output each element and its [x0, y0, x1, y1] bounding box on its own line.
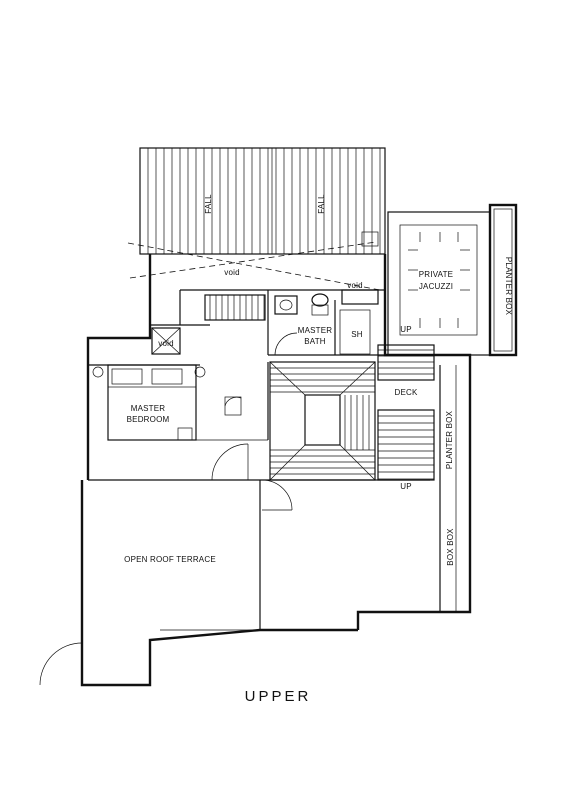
label-deck: DECK — [394, 388, 417, 397]
plan-title: UPPER — [245, 688, 312, 705]
label-up-bottom: UP — [400, 482, 412, 491]
label-open-roof-terrace: OPEN ROOF TERRACE — [124, 555, 216, 564]
room-labels: FALL FALL void void void PRIVATE JACUZZI… — [124, 194, 513, 705]
main-stair — [269, 361, 376, 481]
roof-section — [127, 147, 386, 291]
hatch-line — [269, 444, 306, 481]
building-walls — [86, 254, 472, 481]
label-private: PRIVATE — [419, 270, 453, 279]
planter-box-right — [356, 365, 472, 630]
label-void-left: void — [158, 339, 173, 348]
label-planter-box-top: PLANTER BOX — [504, 257, 513, 316]
hatch-line — [339, 361, 376, 396]
label-void-right: void — [347, 281, 362, 290]
label-box-box: BOX BOX — [446, 528, 455, 566]
hatch-line — [339, 444, 376, 481]
master-bedroom — [92, 364, 206, 441]
label-master-bedroom-2: BEDROOM — [127, 415, 170, 424]
label-master-bath-1: MASTER — [298, 326, 333, 335]
deck-stair — [377, 344, 435, 481]
label-fall-right: FALL — [317, 194, 326, 214]
open-roof-terrace — [80, 480, 358, 687]
label-sh: SH — [351, 330, 363, 339]
label-up-top: UP — [400, 325, 412, 334]
bath-fixtures — [274, 289, 379, 356]
label-fall-left: FALL — [204, 194, 213, 214]
label-master-bedroom-1: MASTER — [131, 404, 166, 413]
small-stair — [204, 294, 266, 321]
label-master-bath-2: BATH — [304, 337, 326, 346]
label-jacuzzi: JACUZZI — [419, 282, 453, 291]
label-void-top: void — [224, 268, 239, 277]
label-planter-box-right: PLANTER BOX — [445, 410, 454, 469]
left-void — [151, 327, 181, 355]
planter-box-top — [488, 203, 518, 357]
hatch-line — [269, 361, 306, 396]
